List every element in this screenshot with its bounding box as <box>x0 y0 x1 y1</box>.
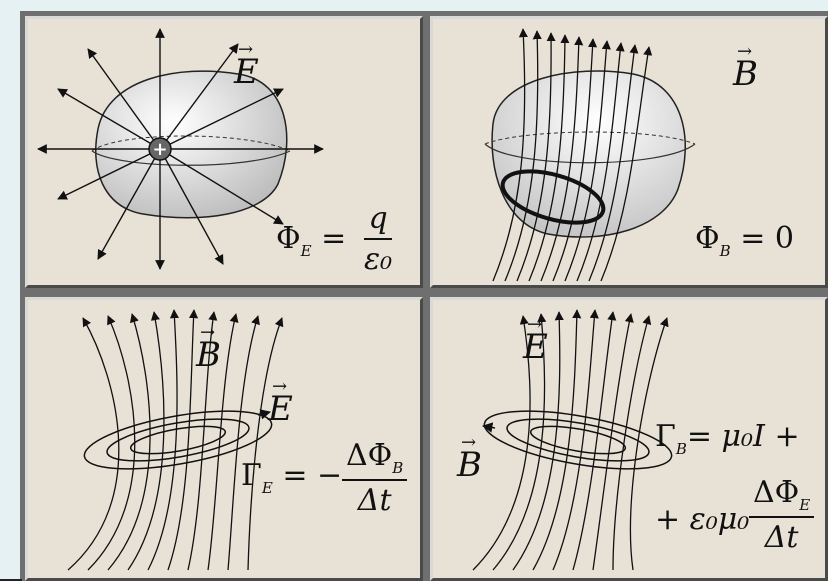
electric-field-diagram: + <box>37 28 324 270</box>
panel-faraday: B E ΓE = − ΔΦB Δt <box>25 297 423 581</box>
charge-icon <box>148 137 172 161</box>
faraday-formula-lhs: ΓE = − <box>241 458 343 497</box>
e-field-label: E <box>268 378 293 426</box>
electric-flux-formula-lhs: ΦE = <box>276 221 347 260</box>
closed-surface <box>95 70 288 219</box>
magnetic-field-diagram <box>484 28 696 282</box>
electric-flux-fraction: q ε₀ <box>364 201 393 277</box>
corner-mark <box>0 579 22 581</box>
ampere-maxwell-diagram <box>472 309 673 571</box>
b-field-label: B <box>196 324 221 372</box>
b-field-label: B <box>457 434 482 482</box>
magnetic-flux-formula: ΦB = 0 <box>695 221 794 260</box>
panel-electric-gauss: + E ΦE = q ε₀ <box>25 16 423 288</box>
faraday-fraction: ΔΦB Δt <box>342 438 408 518</box>
svg-text:+: + <box>152 139 167 160</box>
panel-ampere-maxwell: E B ΓB= μ₀I + + ε₀μ₀ ΔΦE Δt <box>430 297 828 581</box>
faraday-diagram <box>67 309 284 571</box>
b-field-loops <box>483 410 673 470</box>
e-field-label: E <box>234 41 259 89</box>
panel-magnetic-gauss: B ΦB = 0 <box>430 16 828 288</box>
contour-loop <box>500 169 606 225</box>
b-field-label: B <box>733 43 758 91</box>
ampere-formula-line1: ΓB= μ₀I + <box>655 419 800 458</box>
closed-surface <box>491 70 686 238</box>
ampere-fraction: ΔΦE Δt <box>749 475 815 555</box>
e-field-label: E <box>523 316 548 364</box>
ampere-formula-line2-prefix: + ε₀μ₀ <box>655 502 750 537</box>
